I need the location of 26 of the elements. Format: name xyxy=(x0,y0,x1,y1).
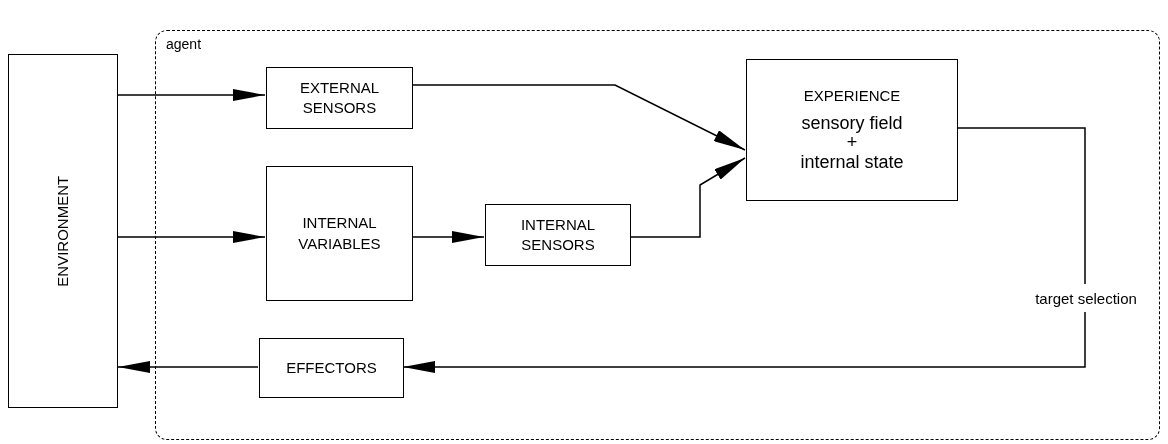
node-label: ENVIRONMENT xyxy=(52,175,72,287)
arrow xyxy=(411,84,746,151)
process-box xyxy=(259,338,404,398)
arrow xyxy=(411,231,485,243)
node-text: sensory field xyxy=(801,113,903,134)
agent-boundary xyxy=(155,30,1160,440)
process-box xyxy=(485,204,631,266)
node-label: EXPERIENCE xyxy=(803,86,901,106)
node-label: target selection xyxy=(1035,288,1137,309)
arrow xyxy=(117,231,266,243)
process-box xyxy=(266,67,413,129)
arrow xyxy=(117,361,259,373)
arrow xyxy=(402,311,1086,373)
node-label: EFFECTORS xyxy=(286,357,377,378)
arrow xyxy=(117,89,266,101)
process-box xyxy=(266,166,413,301)
connector-line xyxy=(956,127,1086,285)
node-text: internal state xyxy=(800,153,904,174)
environment-box xyxy=(8,54,118,408)
node-label: INTERNAL VARIABLES xyxy=(297,213,382,254)
node-label: INTERNAL SENSORS xyxy=(519,214,597,255)
node-label: EXTERNAL SENSORS xyxy=(298,77,381,118)
group-label: agent xyxy=(166,37,202,51)
node-text: + xyxy=(846,133,858,154)
process-box xyxy=(746,59,958,201)
arrow xyxy=(629,157,746,238)
